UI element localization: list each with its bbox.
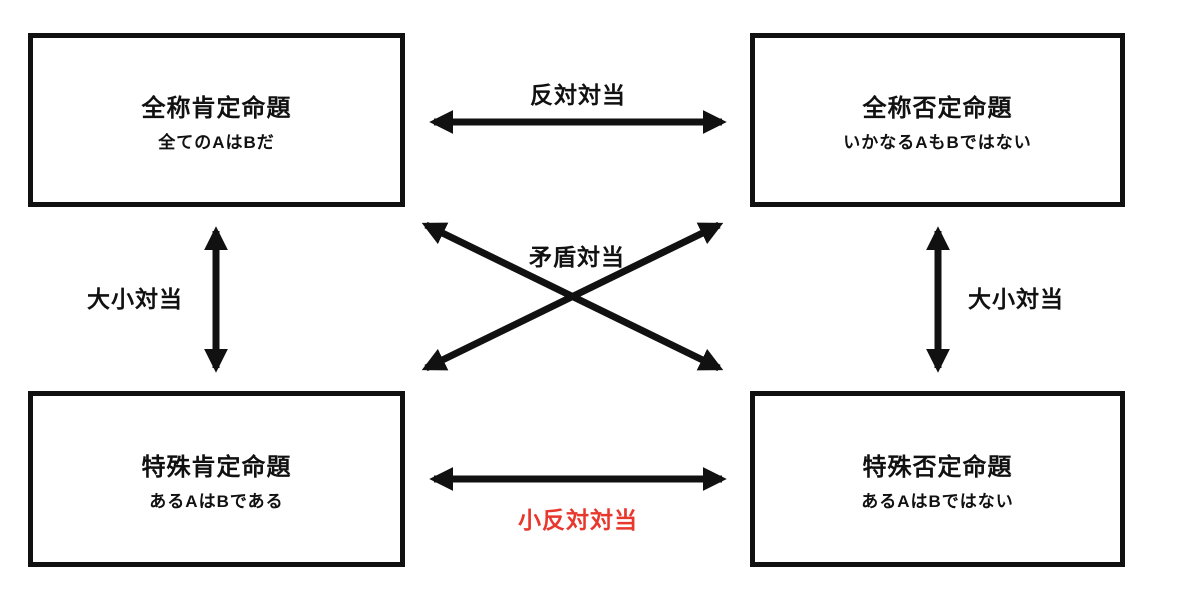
subalternation-left-label: 大小対当	[87, 286, 183, 312]
box-subtitle: 全てのAはBだ	[158, 132, 275, 152]
box-particular-negative: 特殊否定命題 あるAはBではない	[750, 391, 1125, 567]
box-subtitle: いかなるAもBではない	[843, 132, 1032, 152]
box-title: 全称肯定命題	[141, 94, 292, 122]
box-universal-affirmative: 全称肯定命題 全てのAはBだ	[28, 33, 405, 207]
box-title: 特殊肯定命題	[141, 453, 292, 481]
box-subtitle: あるAはBではない	[861, 491, 1014, 511]
subalternation-right-label: 大小対当	[968, 286, 1064, 312]
box-universal-negative: 全称否定命題 いかなるAもBではない	[750, 33, 1125, 207]
contrary-label: 反対対当	[530, 82, 626, 108]
contradictory-label: 矛盾対当	[529, 244, 625, 270]
box-title: 特殊否定命題	[862, 453, 1013, 481]
box-particular-affirmative: 特殊肯定命題 あるAはBである	[28, 391, 405, 567]
subcontrary-label: 小反対対当	[518, 507, 638, 533]
box-subtitle: あるAはBである	[149, 491, 284, 511]
box-title: 全称否定命題	[862, 94, 1013, 122]
